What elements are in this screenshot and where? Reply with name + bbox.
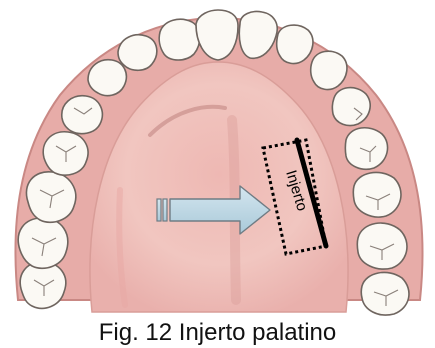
tooth [332,88,370,126]
tooth [353,172,401,217]
arrow-tail-stripe [157,199,161,221]
tooth [277,25,313,63]
tooth [62,96,103,134]
tooth [345,128,387,170]
tooth [159,19,200,60]
tooth [118,35,157,70]
tooth [88,60,126,96]
tooth [361,272,409,315]
arrow-tail-stripe [163,199,167,221]
tooth [311,51,347,89]
tooth [357,223,407,269]
tooth [26,172,75,223]
figure-caption: Fig. 12 Injerto palatino [0,318,435,348]
